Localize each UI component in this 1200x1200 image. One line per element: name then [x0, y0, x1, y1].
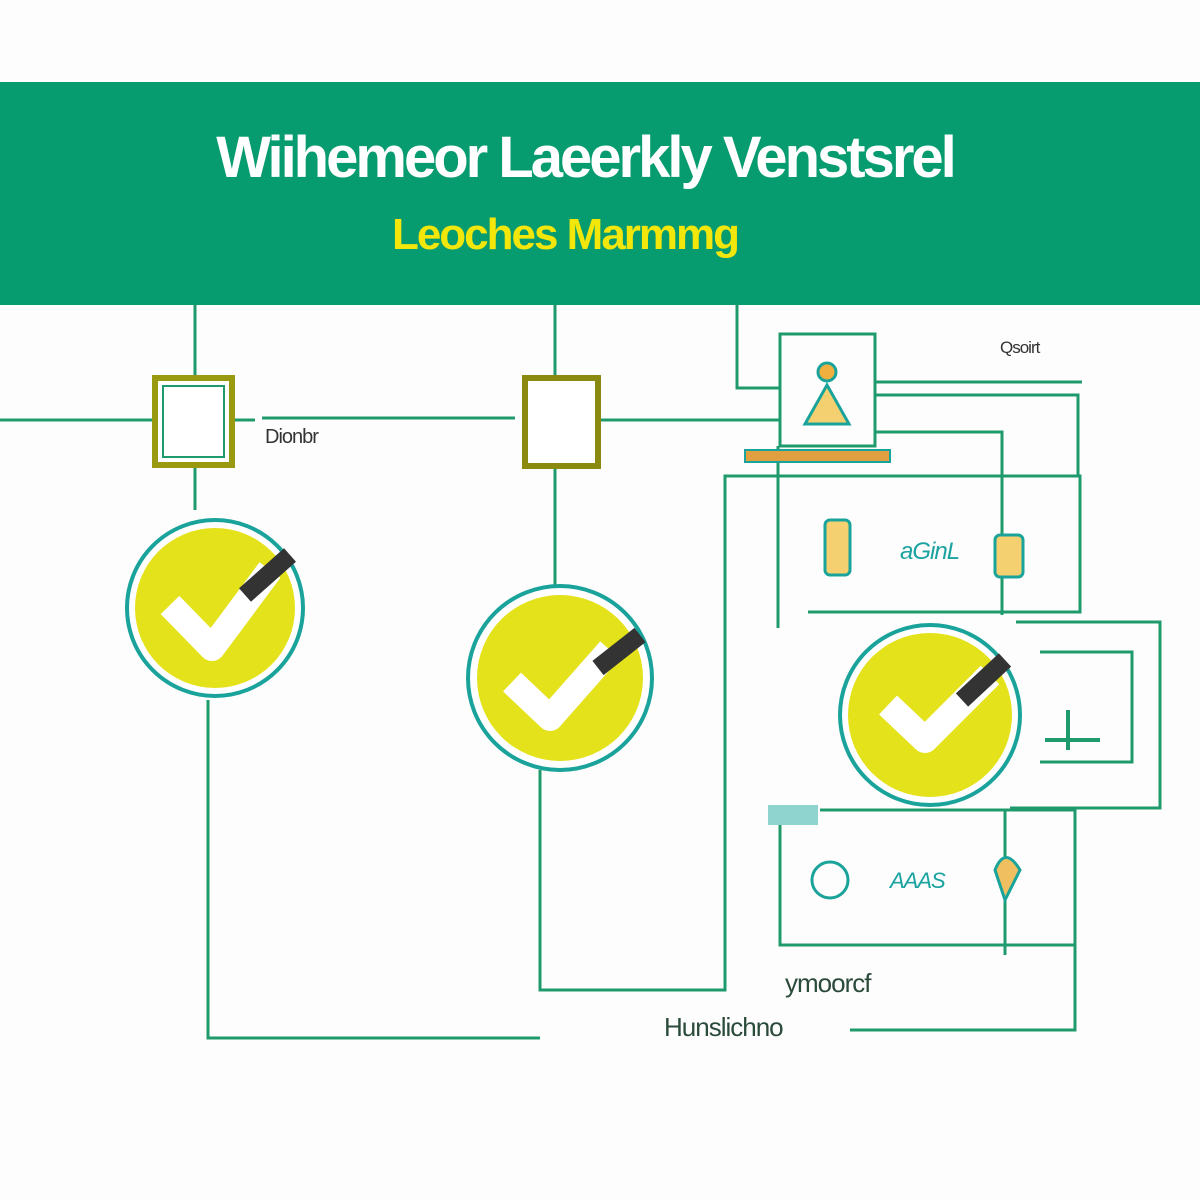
pen-icon: [239, 548, 296, 602]
label-bottom-2: Hunslichno: [664, 1012, 784, 1042]
connector-lines: [0, 305, 1162, 1040]
device-icon: [823, 518, 852, 577]
node-box-left-inner: [162, 385, 225, 458]
connector-middle: [262, 305, 780, 422]
plug-icon: [1045, 710, 1100, 750]
leaf-icon: [810, 860, 850, 900]
top-right-box: [778, 332, 877, 448]
connector-bottom-loop: [206, 474, 1082, 1040]
pen-icon: [955, 653, 1012, 707]
label-bar: [744, 449, 891, 463]
label-bottom-1: ymoorcf: [785, 968, 871, 998]
label-top-right: Qsoirt: [1000, 338, 1040, 357]
diagram-subtitle: Leoches Marmmg: [391, 210, 740, 259]
check-circle-3: [838, 623, 1022, 807]
lower-right-box: [778, 805, 1077, 1032]
connector-to-checks: [193, 465, 557, 590]
node-box-middle: [522, 375, 601, 469]
label-right-middle: aGinL: [900, 538, 960, 565]
connector-right-top: [875, 380, 1082, 615]
check-circle-1: [125, 518, 305, 698]
label-right-lower: AAAS: [890, 868, 946, 893]
checkmark-icon: [503, 641, 620, 731]
connector-top-right: [735, 305, 780, 390]
shield-icon: [993, 856, 1022, 904]
right-panel-box: [1010, 620, 1162, 810]
pen-icon: [592, 627, 646, 676]
label-left-node: Dionbr: [265, 426, 319, 448]
tag-icon: [768, 805, 818, 825]
person-icon: [802, 361, 852, 426]
diagram-title: Wiihemeor Laeerkly Venstsrel: [216, 125, 957, 190]
connector-left: [0, 305, 255, 422]
device-icon: [993, 533, 1025, 579]
header-banner: Wiihemeor Laeerkly Venstsrel Leoches Mar…: [0, 82, 1200, 305]
check-circle-2: [466, 584, 654, 772]
